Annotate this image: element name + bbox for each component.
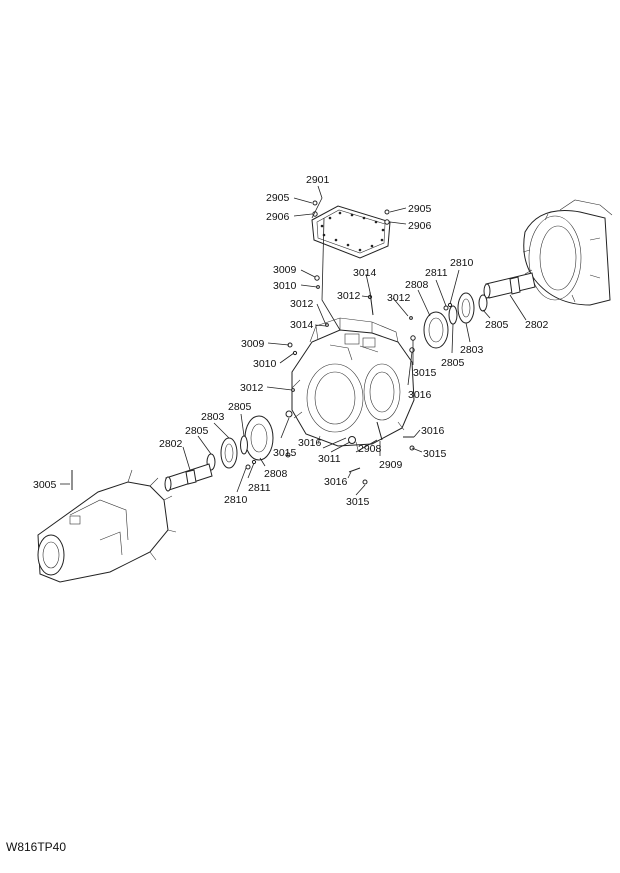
callout-labels: 2901 2905 2906 2905 2906 3009 3010 3014 … bbox=[33, 174, 549, 508]
callout-2805: 2805 bbox=[441, 357, 465, 369]
cover-plate bbox=[311, 205, 391, 259]
callout-3016: 3016 bbox=[298, 437, 322, 449]
drawing-code: W816TP40 bbox=[6, 840, 66, 854]
stud-3014 bbox=[369, 291, 374, 316]
leader-lines bbox=[60, 185, 527, 496]
callout-3016: 3016 bbox=[421, 425, 445, 437]
left-oring-inner bbox=[240, 435, 248, 455]
right-axle-housing bbox=[522, 199, 613, 306]
callout-3012: 3012 bbox=[290, 298, 314, 310]
right-shaft bbox=[483, 272, 536, 299]
left-axle-housing bbox=[37, 469, 177, 583]
callout-2811: 2811 bbox=[425, 267, 448, 279]
callout-2802: 2802 bbox=[525, 319, 549, 331]
center-gear-housing bbox=[291, 317, 415, 451]
callout-3016: 3016 bbox=[408, 389, 432, 401]
callout-2802: 2802 bbox=[159, 438, 183, 450]
callout-3005: 3005 bbox=[33, 479, 57, 491]
callout-2810: 2810 bbox=[450, 257, 474, 269]
callout-3015: 3015 bbox=[423, 448, 447, 460]
callout-2805: 2805 bbox=[228, 401, 252, 413]
callout-3015: 3015 bbox=[413, 367, 437, 379]
right-oring-outer bbox=[478, 294, 488, 312]
right-oring-inner bbox=[448, 305, 458, 325]
callout-3016: 3016 bbox=[324, 476, 348, 488]
cover-screws bbox=[312, 200, 390, 225]
left-shaft bbox=[164, 463, 213, 492]
callout-3010: 3010 bbox=[273, 280, 297, 292]
callout-3015: 3015 bbox=[273, 447, 297, 459]
left-bearing bbox=[220, 437, 238, 469]
callout-3011: 3011 bbox=[318, 453, 341, 465]
callout-3009: 3009 bbox=[273, 264, 297, 276]
callout-3010: 3010 bbox=[253, 358, 277, 370]
left-seal-carrier bbox=[244, 415, 274, 461]
callout-2901: 2901 bbox=[306, 174, 330, 186]
callout-2803: 2803 bbox=[201, 411, 225, 423]
right-bearing bbox=[457, 292, 475, 324]
right-seal-carrier bbox=[423, 311, 449, 349]
callout-3015: 3015 bbox=[346, 496, 370, 508]
callout-2908: 2908 bbox=[358, 443, 382, 455]
callout-2811: 2811 bbox=[248, 482, 271, 494]
callout-3012: 3012 bbox=[240, 382, 264, 394]
callout-3012: 3012 bbox=[387, 292, 411, 304]
callout-2905: 2905 bbox=[408, 203, 432, 215]
callout-2808: 2808 bbox=[405, 279, 429, 291]
callout-2805: 2805 bbox=[185, 425, 209, 437]
callout-3014: 3014 bbox=[290, 319, 314, 331]
dowel-2908 bbox=[376, 421, 383, 441]
callout-2808: 2808 bbox=[264, 468, 288, 480]
callout-2803: 2803 bbox=[460, 344, 484, 356]
callout-3014: 3014 bbox=[353, 267, 377, 279]
pin-3016-lower bbox=[348, 467, 361, 473]
callout-3012: 3012 bbox=[337, 290, 361, 302]
callout-2906: 2906 bbox=[266, 211, 290, 223]
callout-2909: 2909 bbox=[379, 459, 403, 471]
callout-2906: 2906 bbox=[408, 220, 432, 232]
callout-3009: 3009 bbox=[241, 338, 265, 350]
callout-2810: 2810 bbox=[224, 494, 248, 506]
callout-2905: 2905 bbox=[266, 192, 290, 204]
callout-2805: 2805 bbox=[485, 319, 509, 331]
housing-fasteners bbox=[285, 275, 416, 485]
